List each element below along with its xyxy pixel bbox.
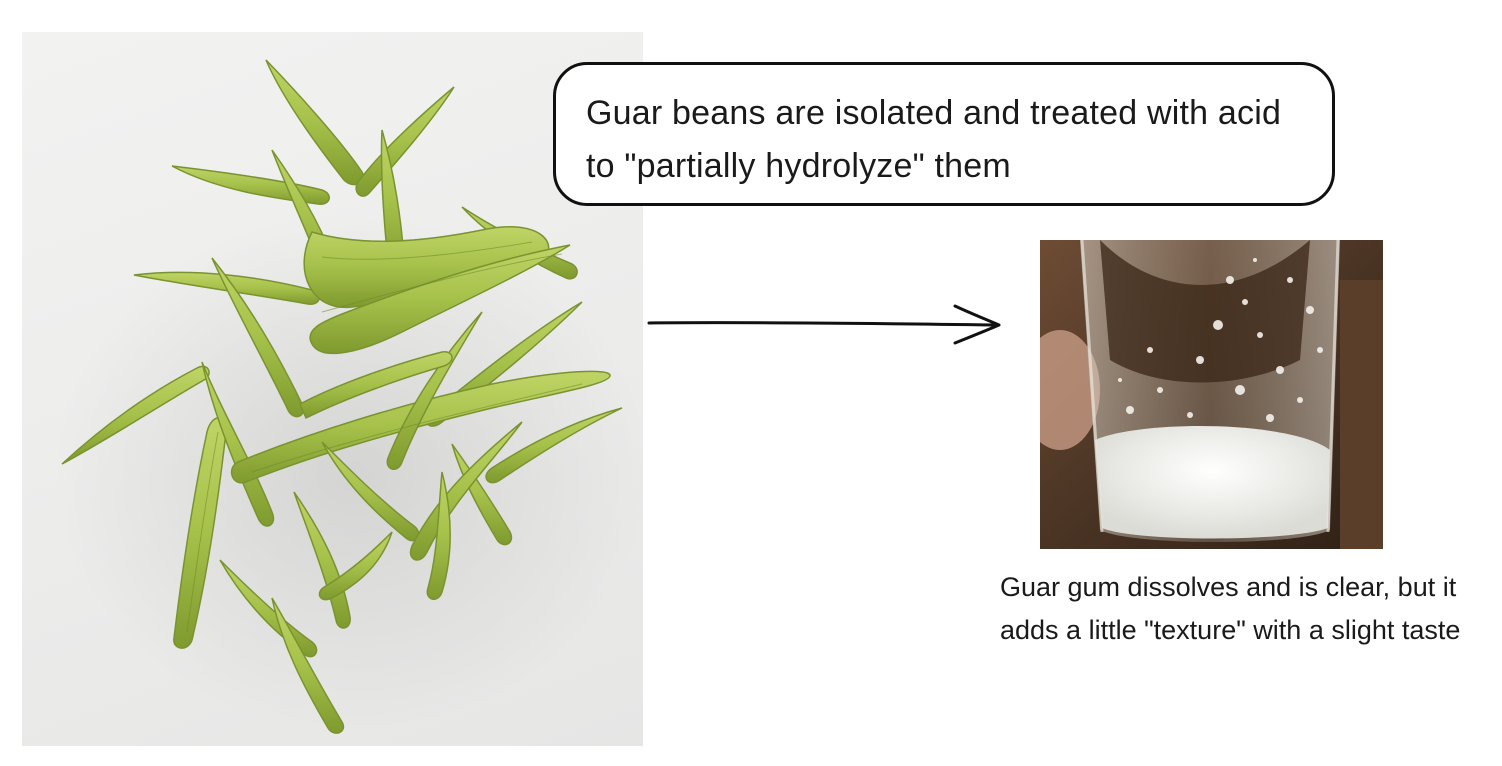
dissolved-gum-photo (1040, 240, 1383, 549)
guar-beans-illustration (52, 59, 643, 734)
glass-illustration (1040, 240, 1383, 549)
gum-caption: Guar gum dissolves and is clear, but it … (1000, 572, 1461, 645)
callout-text: Guar beans are isolated and treated with… (586, 94, 1282, 185)
guar-beans-photo (22, 32, 643, 746)
process-callout: Guar beans are isolated and treated with… (553, 62, 1335, 206)
right-arrow-icon (647, 304, 1001, 345)
